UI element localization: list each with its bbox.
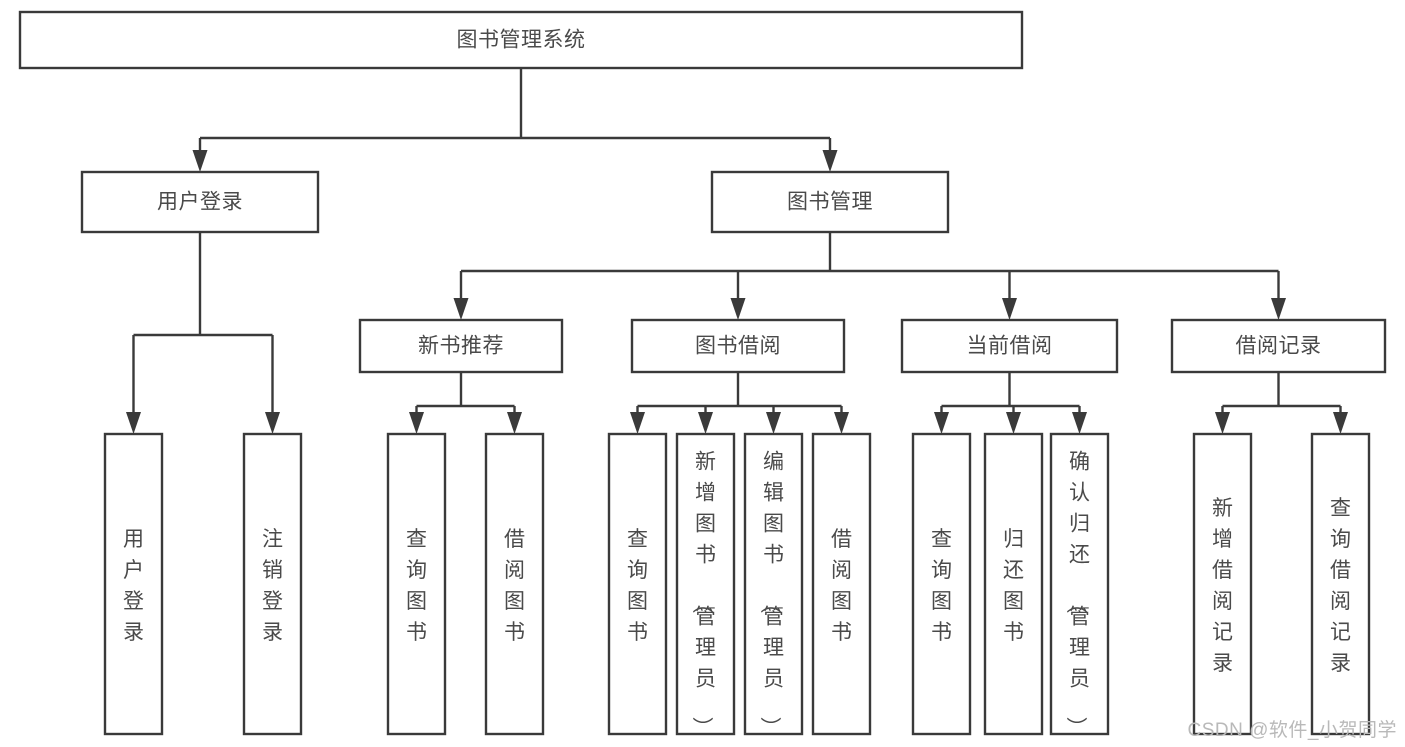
node-box-bookmgmt[interactable] (710, 170, 950, 234)
node-label-leaf-user-logout: 注销登录 (262, 528, 283, 644)
watermark-label: CSDN @软件_小贺同学 (1187, 720, 1397, 741)
node-label-leaf-borrow-book-2: 借阅图书 (831, 528, 852, 644)
node-label-leaf-query-book-1: 查询图书 (406, 528, 427, 644)
node-leaf-user-logout[interactable]: 注销登录 (242, 432, 303, 736)
node-label-leaf-borrow-book-1: 借阅图书 (504, 528, 525, 644)
connector-root (192, 68, 838, 172)
node-leaf-user-login[interactable]: 用户登录 (103, 432, 164, 736)
node-leaf-query-book-2[interactable]: 查询图书 (607, 432, 668, 736)
connector-login (126, 232, 280, 434)
node-records[interactable]: 借阅记录 (1170, 318, 1387, 374)
node-bookmgmt[interactable]: 图书管理 (710, 170, 950, 234)
node-box-leaf-edit-book[interactable] (743, 432, 804, 736)
node-leaf-query-record[interactable]: 查询借阅记录 (1310, 432, 1371, 736)
node-leaf-add-record[interactable]: 新增借阅记录 (1192, 432, 1253, 736)
node-box-records[interactable] (1170, 318, 1387, 374)
connector-current (934, 372, 1087, 434)
node-login[interactable]: 用户登录 (80, 170, 320, 234)
node-box-root[interactable] (18, 10, 1024, 70)
node-label-leaf-edit-book: 编辑图书（管理员） (758, 451, 784, 738)
node-root[interactable]: 图书管理系统 (18, 10, 1024, 70)
node-leaf-add-book[interactable]: 新增图书（管理员） (675, 432, 736, 738)
connector-borrow (630, 372, 849, 434)
node-label-leaf-query-book-2: 查询图书 (627, 528, 648, 644)
node-label-bookmgmt: 图书管理 (787, 191, 873, 214)
node-label-leaf-add-book: 新增图书（管理员） (690, 451, 716, 738)
connector-newbook (409, 372, 522, 434)
node-leaf-borrow-book-1[interactable]: 借阅图书 (484, 432, 545, 736)
node-box-newbook[interactable] (358, 318, 564, 374)
node-layer: 图书管理系统用户登录图书管理新书推荐图书借阅当前借阅借阅记录用户登录注销登录查询… (18, 10, 1387, 738)
node-borrow[interactable]: 图书借阅 (630, 318, 846, 374)
node-leaf-borrow-book-2[interactable]: 借阅图书 (811, 432, 872, 736)
connector-bookmgmt (453, 232, 1286, 320)
node-label-leaf-confirm-return: 确认归还（管理员） (1064, 451, 1090, 738)
node-box-leaf-user-login[interactable] (103, 432, 164, 736)
node-label-leaf-user-login: 用户登录 (123, 528, 144, 644)
node-box-login[interactable] (80, 170, 320, 234)
node-box-leaf-add-record[interactable] (1192, 432, 1253, 736)
node-label-leaf-add-record: 新增借阅记录 (1212, 497, 1233, 675)
node-label-root: 图书管理系统 (457, 29, 586, 52)
connector-layer (126, 68, 1348, 434)
node-label-borrow: 图书借阅 (695, 335, 781, 358)
node-box-leaf-confirm-return[interactable] (1049, 432, 1110, 736)
node-label-records: 借阅记录 (1236, 335, 1322, 358)
node-box-leaf-query-book-1[interactable] (386, 432, 447, 736)
node-box-leaf-user-logout[interactable] (242, 432, 303, 736)
node-leaf-query-book-3[interactable]: 查询图书 (911, 432, 972, 736)
node-box-leaf-return-book[interactable] (983, 432, 1044, 736)
node-box-leaf-query-book-2[interactable] (607, 432, 668, 736)
node-label-newbook: 新书推荐 (418, 335, 504, 358)
node-label-leaf-return-book: 归还图书 (1003, 528, 1024, 644)
node-box-leaf-borrow-book-1[interactable] (484, 432, 545, 736)
node-box-leaf-add-book[interactable] (675, 432, 736, 736)
node-leaf-edit-book[interactable]: 编辑图书（管理员） (743, 432, 804, 738)
node-leaf-confirm-return[interactable]: 确认归还（管理员） (1049, 432, 1110, 738)
node-box-leaf-query-record[interactable] (1310, 432, 1371, 736)
node-label-leaf-query-record: 查询借阅记录 (1330, 497, 1351, 675)
node-box-borrow[interactable] (630, 318, 846, 374)
node-label-current: 当前借阅 (967, 335, 1053, 358)
node-box-leaf-borrow-book-2[interactable] (811, 432, 872, 736)
node-label-login: 用户登录 (157, 191, 243, 214)
node-box-leaf-query-book-3[interactable] (911, 432, 972, 736)
node-label-leaf-query-book-3: 查询图书 (931, 528, 952, 644)
node-current[interactable]: 当前借阅 (900, 318, 1119, 374)
node-leaf-query-book-1[interactable]: 查询图书 (386, 432, 447, 736)
node-leaf-return-book[interactable]: 归还图书 (983, 432, 1044, 736)
node-box-current[interactable] (900, 318, 1119, 374)
node-newbook[interactable]: 新书推荐 (358, 318, 564, 374)
connector-records (1215, 372, 1348, 434)
